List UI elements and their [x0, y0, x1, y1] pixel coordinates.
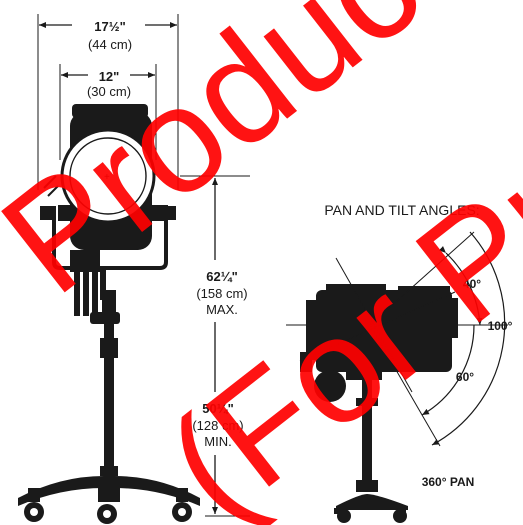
width-lens-metric: (30 cm) — [87, 84, 131, 99]
height-max-label: 62¼" — [206, 269, 237, 284]
width-total-metric: (44 cm) — [88, 37, 132, 52]
tilt-total-arc — [431, 231, 506, 446]
tilt-up-arc — [438, 246, 483, 326]
angle-up-label: 40° — [463, 277, 481, 291]
height-min-note: MIN. — [204, 434, 231, 449]
height-min-metric: (128 cm) — [192, 418, 243, 433]
tilt-down-arc — [421, 324, 475, 416]
front-view: 17½" (44 cm) 12" (30 cm) + — [18, 14, 250, 524]
fixture-front: + — [40, 104, 176, 316]
stand-front — [18, 290, 200, 524]
svg-text:+: + — [104, 172, 110, 183]
pan-tilt-title: PAN AND TILT ANGLES: — [324, 202, 479, 218]
width-lens-label: 12" — [99, 69, 120, 84]
pan-label: 360° PAN — [422, 475, 475, 489]
fixture-side — [300, 284, 458, 402]
height-min-label: 50¼" — [202, 401, 233, 416]
width-total-label: 17½" — [94, 19, 125, 34]
stand-side — [334, 372, 408, 523]
angle-down-label: 60° — [456, 370, 474, 384]
side-view: PAN AND TILT ANGLES: 40° 100° 60° — [286, 202, 513, 523]
height-max-metric: (158 cm) — [196, 286, 247, 301]
angle-total-label: 100° — [488, 319, 513, 333]
height-max-note: MAX. — [206, 302, 238, 317]
